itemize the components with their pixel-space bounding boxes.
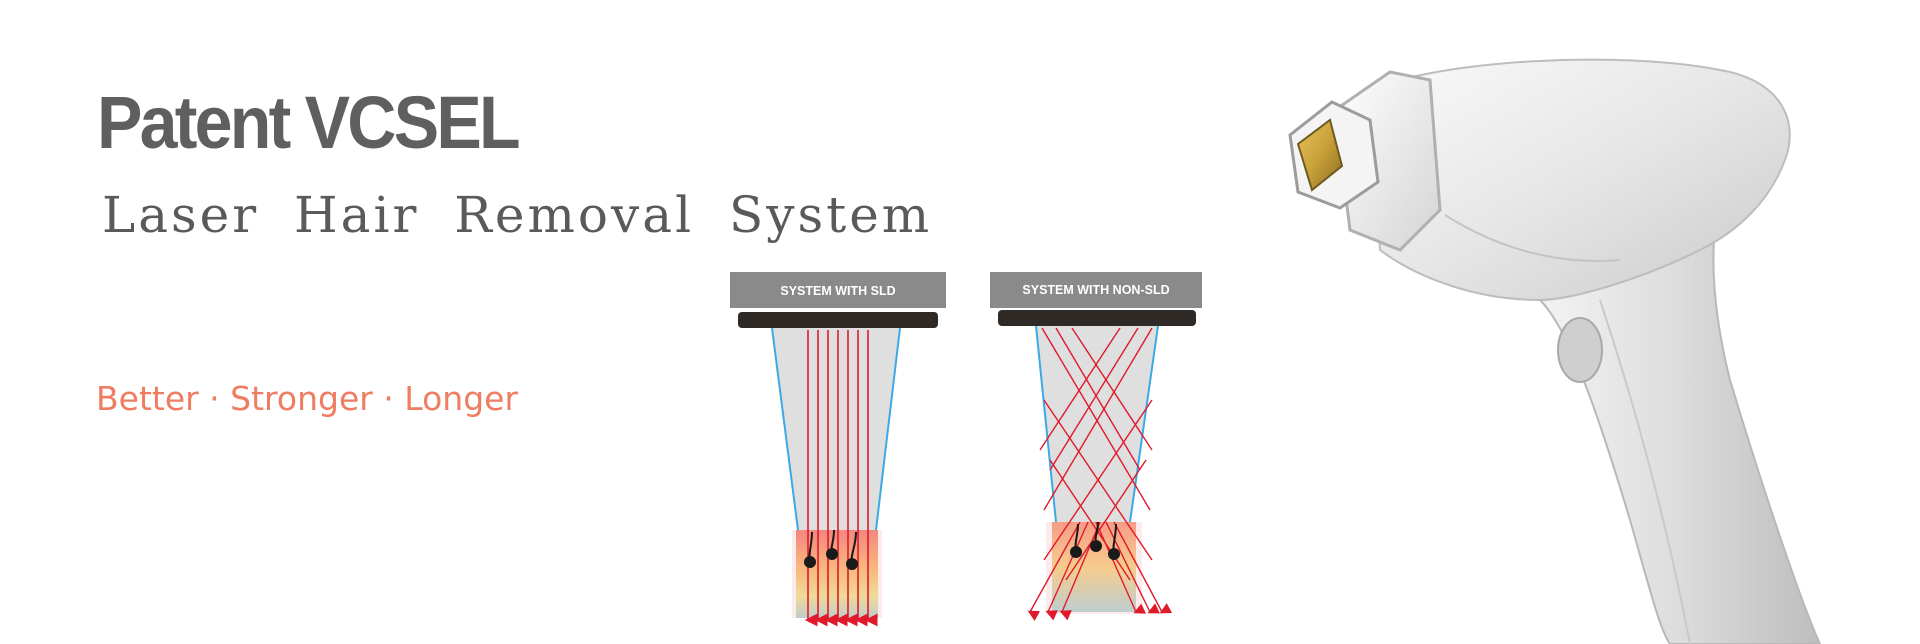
beam-cone-sld	[772, 328, 900, 530]
cone-edge-left	[771, 327, 799, 531]
cone-edge-right	[875, 327, 901, 531]
skin-layer-sld	[796, 530, 878, 618]
panel-non-sld: SYSTEM WITH NON-SLD	[990, 272, 1202, 621]
cone-edge-right-2	[1129, 325, 1159, 523]
label-bar-non-sld	[990, 272, 1202, 308]
grip-seam	[1599, 299, 1691, 644]
hair-follicles-non-sld	[1070, 521, 1120, 560]
handle-grip	[1538, 198, 1822, 644]
parallel-beams	[804, 330, 878, 627]
hair-follicles-sld	[804, 529, 858, 570]
headline: Patent VCSEL	[97, 81, 521, 164]
panel-sld: SYSTEM WITH SLD	[730, 272, 946, 627]
sapphire-window	[1296, 118, 1344, 192]
handpiece-body	[1368, 58, 1791, 302]
label-bar-sld	[730, 272, 946, 308]
body-seam	[1444, 214, 1621, 262]
emitter-non-sld	[998, 310, 1196, 326]
emitter-sld	[738, 312, 938, 328]
cone-edge-left-2	[1035, 325, 1057, 523]
skin-halo-sld	[792, 530, 882, 618]
label-non-sld: SYSTEM WITH NON-SLD	[1022, 283, 1169, 297]
beam-comparison-diagram: SYSTEM WITH SLD	[730, 272, 1202, 627]
scattered-beams	[1027, 327, 1173, 621]
tagline: Better · Stronger · Longer	[96, 379, 519, 418]
subtitle: Laser Hair Removal System	[102, 186, 933, 244]
label-sld: SYSTEM WITH SLD	[780, 284, 895, 298]
laser-handpiece-image	[1288, 58, 1822, 644]
trigger-button	[1557, 317, 1603, 383]
